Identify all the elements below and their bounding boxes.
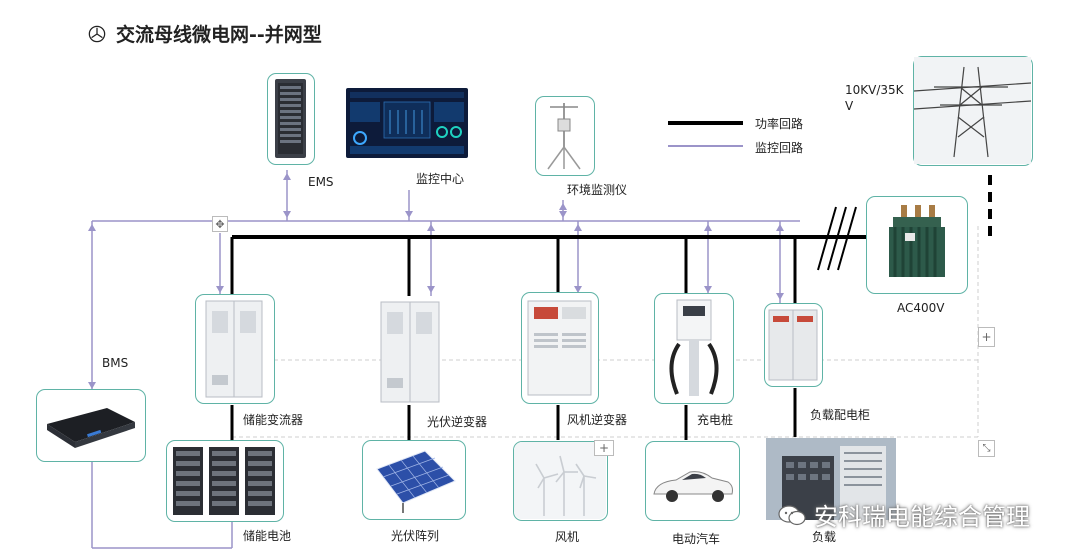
grid-tower-card [913, 56, 1033, 166]
weather-station-icon [547, 103, 581, 170]
charger-label: 充电桩 [697, 413, 734, 427]
charger-card [654, 293, 734, 404]
wind-inverter-card [521, 292, 599, 404]
load-cabinet-card [764, 303, 823, 387]
server-rack-icon [275, 79, 306, 158]
storage-pcs-label: 储能变流器 [243, 413, 304, 427]
battery-label: 储能电池 [243, 529, 292, 543]
pv-array-card [362, 440, 466, 520]
wind-card [513, 441, 608, 521]
ev-label: 电动汽车 [672, 532, 721, 546]
env-monitor-card [535, 96, 595, 176]
load-cabinet-label: 负载配电柜 [810, 408, 871, 422]
pv-inverter-image [375, 298, 445, 406]
transformer-card [866, 196, 968, 294]
monitor-center-label: 监控中心 [416, 172, 465, 186]
wind-label: 风机 [555, 530, 580, 544]
move-handle-icon[interactable]: ✥ [212, 216, 228, 232]
grid-voltage-label: 10KV/35K V [845, 83, 904, 113]
wind-turbine-icon [514, 442, 606, 519]
ev-charger-icon [669, 299, 719, 396]
inverter-icon [527, 300, 592, 396]
wechat-icon [778, 504, 806, 525]
bms-card [36, 389, 146, 462]
expand-plus-icon[interactable]: + [978, 327, 995, 347]
resize-handle-icon[interactable]: ⤡ [978, 440, 995, 457]
inverter-cabinet-icon [380, 301, 440, 403]
load-label: 负载 [812, 530, 837, 544]
storage-pcs-card [195, 294, 275, 404]
pv-array-label: 光伏阵列 [391, 529, 440, 543]
ems-label: EMS [308, 175, 334, 189]
legend-monitor-label: 监控回路 [755, 141, 804, 155]
monitor-screen [346, 88, 468, 158]
bms-label: BMS [102, 356, 129, 370]
page-title-row: 交流母线微电网--并网型 [88, 20, 322, 47]
transformer-icon [889, 205, 945, 277]
power-lines [230, 175, 992, 440]
power-tower-icon [913, 57, 1032, 164]
fan-icon [88, 25, 106, 42]
switchgear-icon [768, 309, 818, 381]
transformer-label: AC400V [897, 301, 945, 315]
ev-card [645, 441, 740, 521]
page-title: 交流母线微电网--并网型 [116, 24, 322, 46]
battery-card [166, 440, 284, 522]
battery-rack-icon [173, 447, 275, 515]
env-monitor-label: 环境监测仪 [567, 183, 628, 197]
ems-card [267, 73, 315, 165]
legend-power-label: 功率回路 [755, 117, 804, 131]
bms-device-icon [47, 408, 135, 448]
wind-inverter-label: 风机逆变器 [567, 413, 628, 427]
pv-inverter-label: 光伏逆变器 [427, 415, 488, 429]
watermark-text: 安科瑞电能综合管理 [814, 503, 1030, 531]
cabinet-icon [205, 300, 263, 398]
watermark: 安科瑞电能综合管理 [778, 497, 1030, 532]
wind-expand-plus-icon[interactable]: + [594, 440, 614, 456]
monitor-arrows [88, 173, 784, 389]
solar-panel-icon [376, 450, 456, 513]
car-icon [653, 471, 733, 502]
dashboard-graphic [350, 92, 464, 154]
